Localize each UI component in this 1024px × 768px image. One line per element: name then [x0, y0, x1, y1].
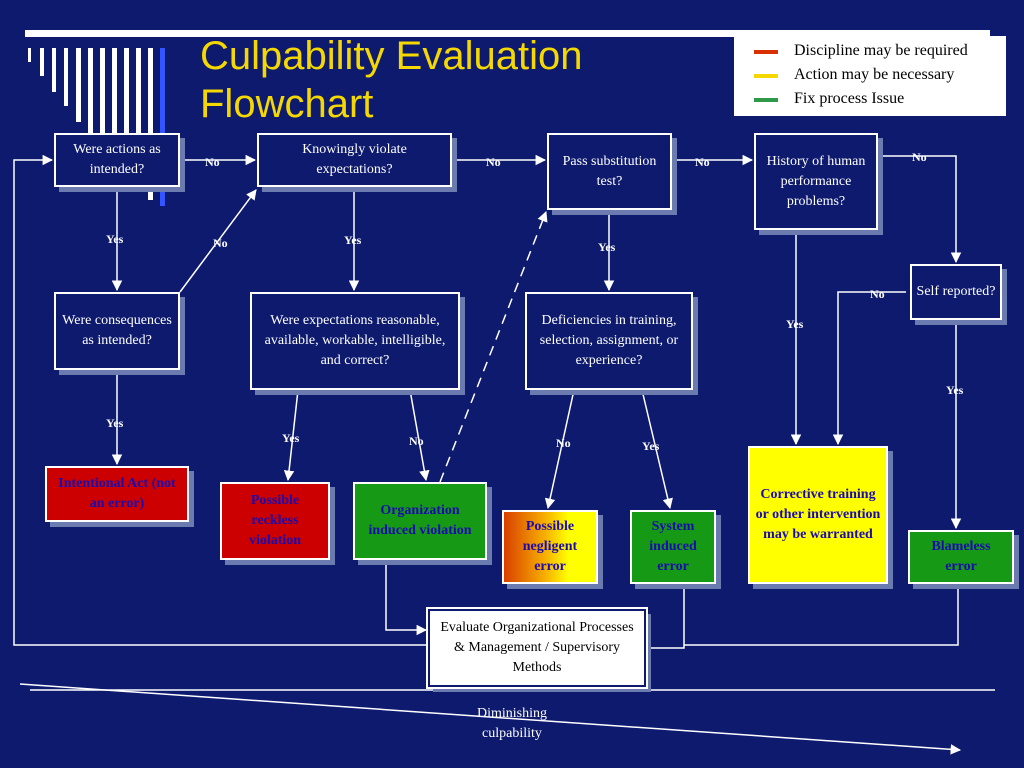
legend-swatch-green [754, 98, 778, 102]
node-knowingly-violate: Knowingly violate expectations? [257, 133, 452, 187]
title-rule [25, 30, 990, 37]
label-yes: Yes [598, 240, 616, 254]
label-no: No [870, 287, 885, 301]
label-no: No [912, 150, 927, 164]
legend-label: Fix process Issue [794, 90, 905, 107]
legend-item-action: Action may be necessary [734, 64, 1006, 88]
node-substitution-test: Pass substitution test? [547, 133, 672, 210]
node-history-problems: History of human performance problems? [754, 133, 878, 230]
legend-swatch-yellow [754, 74, 778, 78]
label-no: No [556, 436, 571, 450]
label-no: No [205, 155, 220, 169]
title-line-2: Flowchart [200, 82, 374, 126]
node-deficiencies: Deficiencies in training, selection, ass… [525, 292, 693, 390]
node-expectations: Were expectations reasonable, available,… [250, 292, 460, 390]
label-yes: Yes [786, 317, 804, 331]
label-no: No [486, 155, 501, 169]
label-yes: Yes [282, 431, 300, 445]
legend-label: Action may be necessary [794, 66, 955, 83]
node-reckless-violation: Possible reckless violation [220, 482, 330, 560]
node-blameless-error: Blameless error [908, 530, 1014, 584]
label-no: No [213, 236, 228, 250]
node-evaluate-processes: Evaluate Organizational Processes & Mana… [426, 607, 648, 689]
label-yes: Yes [642, 439, 660, 453]
legend: Discipline may be required Action may be… [734, 36, 1006, 116]
node-consequences-intended: Were consequences as intended? [54, 292, 180, 370]
node-org-induced-violation: Organization induced violation [353, 482, 487, 560]
label-yes: Yes [946, 383, 964, 397]
label-yes: Yes [344, 233, 362, 247]
label-no: No [409, 434, 424, 448]
legend-swatch-red [754, 50, 778, 54]
node-self-reported: Self reported? [910, 264, 1002, 320]
legend-label: Discipline may be required [794, 42, 968, 59]
node-actions-intended: Were actions as intended? [54, 133, 180, 187]
label-no: No [695, 155, 710, 169]
legend-item-fix-process: Fix process Issue [734, 88, 1006, 112]
node-intentional-act: Intentional Act (not an error) [45, 466, 189, 522]
label-yes: Yes [106, 416, 124, 430]
node-negligent-error: Possible negligent error [502, 510, 598, 584]
node-system-induced-error: System induced error [630, 510, 716, 584]
title-line-1: Culpability Evaluation [200, 34, 583, 78]
legend-item-discipline: Discipline may be required [734, 40, 1006, 64]
node-corrective-training: Corrective training or other interventio… [748, 446, 888, 584]
page-title: Culpability Evaluation Flowchart [200, 32, 582, 128]
label-yes: Yes [106, 232, 124, 246]
diminishing-culpability-label: Diminishing culpability [476, 706, 547, 741]
